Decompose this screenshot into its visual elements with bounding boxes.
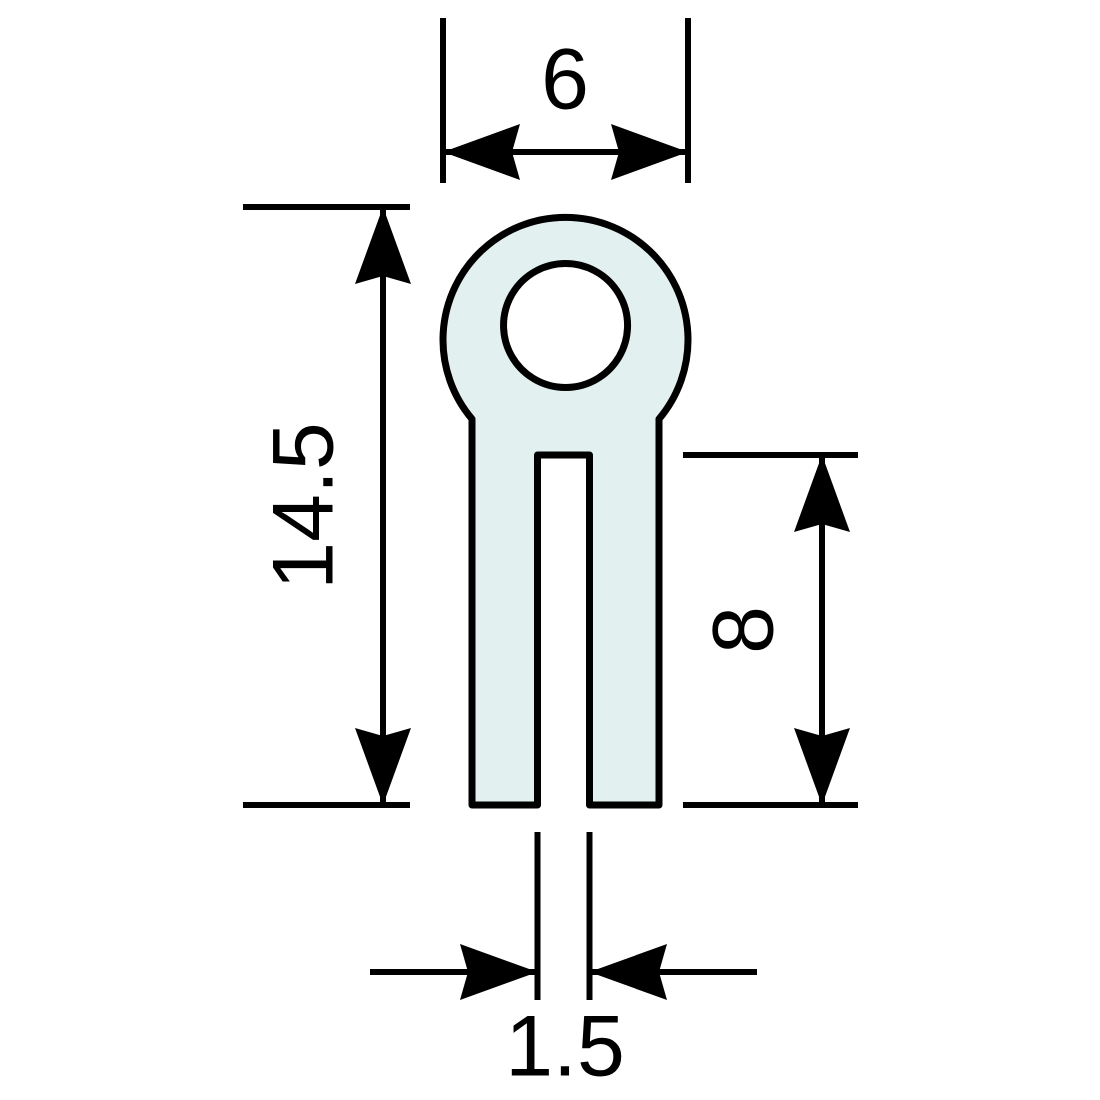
slot-depth-dimension-group: 8: [683, 452, 858, 808]
slot-width-arrowhead-left: [460, 944, 538, 1000]
slot-depth-arrowhead-bottom: [794, 728, 850, 805]
u-profile-outline: [439, 213, 692, 809]
overall-height-dimension-group: 14.5: [243, 204, 411, 808]
slot-width-dimension-group: 1.5: [370, 832, 757, 1095]
slot-width-arrowhead-right: [589, 944, 667, 1000]
slot-width-dimension-label: 1.5: [505, 999, 625, 1095]
width-dimension-label: 6: [541, 32, 589, 128]
height-arrowhead-top: [355, 207, 411, 284]
slot-depth-dimension-label: 8: [696, 606, 792, 654]
profile-shape-group: [439, 213, 692, 809]
width-arrowhead-left: [443, 124, 520, 180]
width-arrowhead-right: [611, 124, 688, 180]
width-dimension-group: 6: [440, 18, 691, 183]
overall-height-dimension-label: 14.5: [256, 422, 352, 589]
height-arrowhead-bottom: [355, 728, 411, 805]
slot-depth-arrowhead-top: [794, 455, 850, 532]
